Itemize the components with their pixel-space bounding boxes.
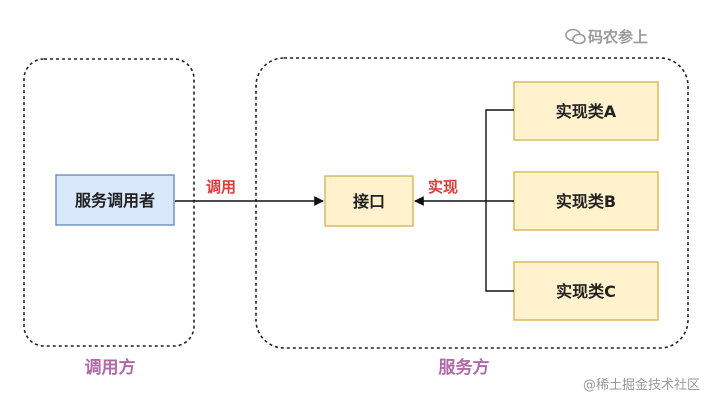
impl-a-label: 实现类A <box>556 102 617 121</box>
call-label: 调用 <box>206 178 236 196</box>
caller-group <box>23 58 195 347</box>
impl-b-label: 实现类B <box>556 192 616 211</box>
service-group-label: 服务方 <box>439 357 490 378</box>
caller-box-label: 服务调用者 <box>75 191 155 210</box>
watermark-top-text: 码农参上 <box>588 28 648 46</box>
impl-a-box: 实现类A <box>513 81 659 141</box>
watermark-bottom: @稀土掘金技术社区 <box>583 377 700 393</box>
caller-group-label: 调用方 <box>85 357 136 378</box>
impl-b-box: 实现类B <box>513 171 659 231</box>
implement-label: 实现 <box>428 178 458 196</box>
impl-c-box: 实现类C <box>513 261 659 321</box>
watermark-top: 码农参上 <box>565 28 648 46</box>
interface-box: 接口 <box>324 175 414 227</box>
interface-box-label: 接口 <box>353 192 385 211</box>
implement-connector <box>414 109 514 292</box>
service-group <box>255 57 689 349</box>
caller-box: 服务调用者 <box>55 174 175 226</box>
wechat-icon <box>565 28 586 45</box>
impl-c-label: 实现类C <box>556 282 616 301</box>
